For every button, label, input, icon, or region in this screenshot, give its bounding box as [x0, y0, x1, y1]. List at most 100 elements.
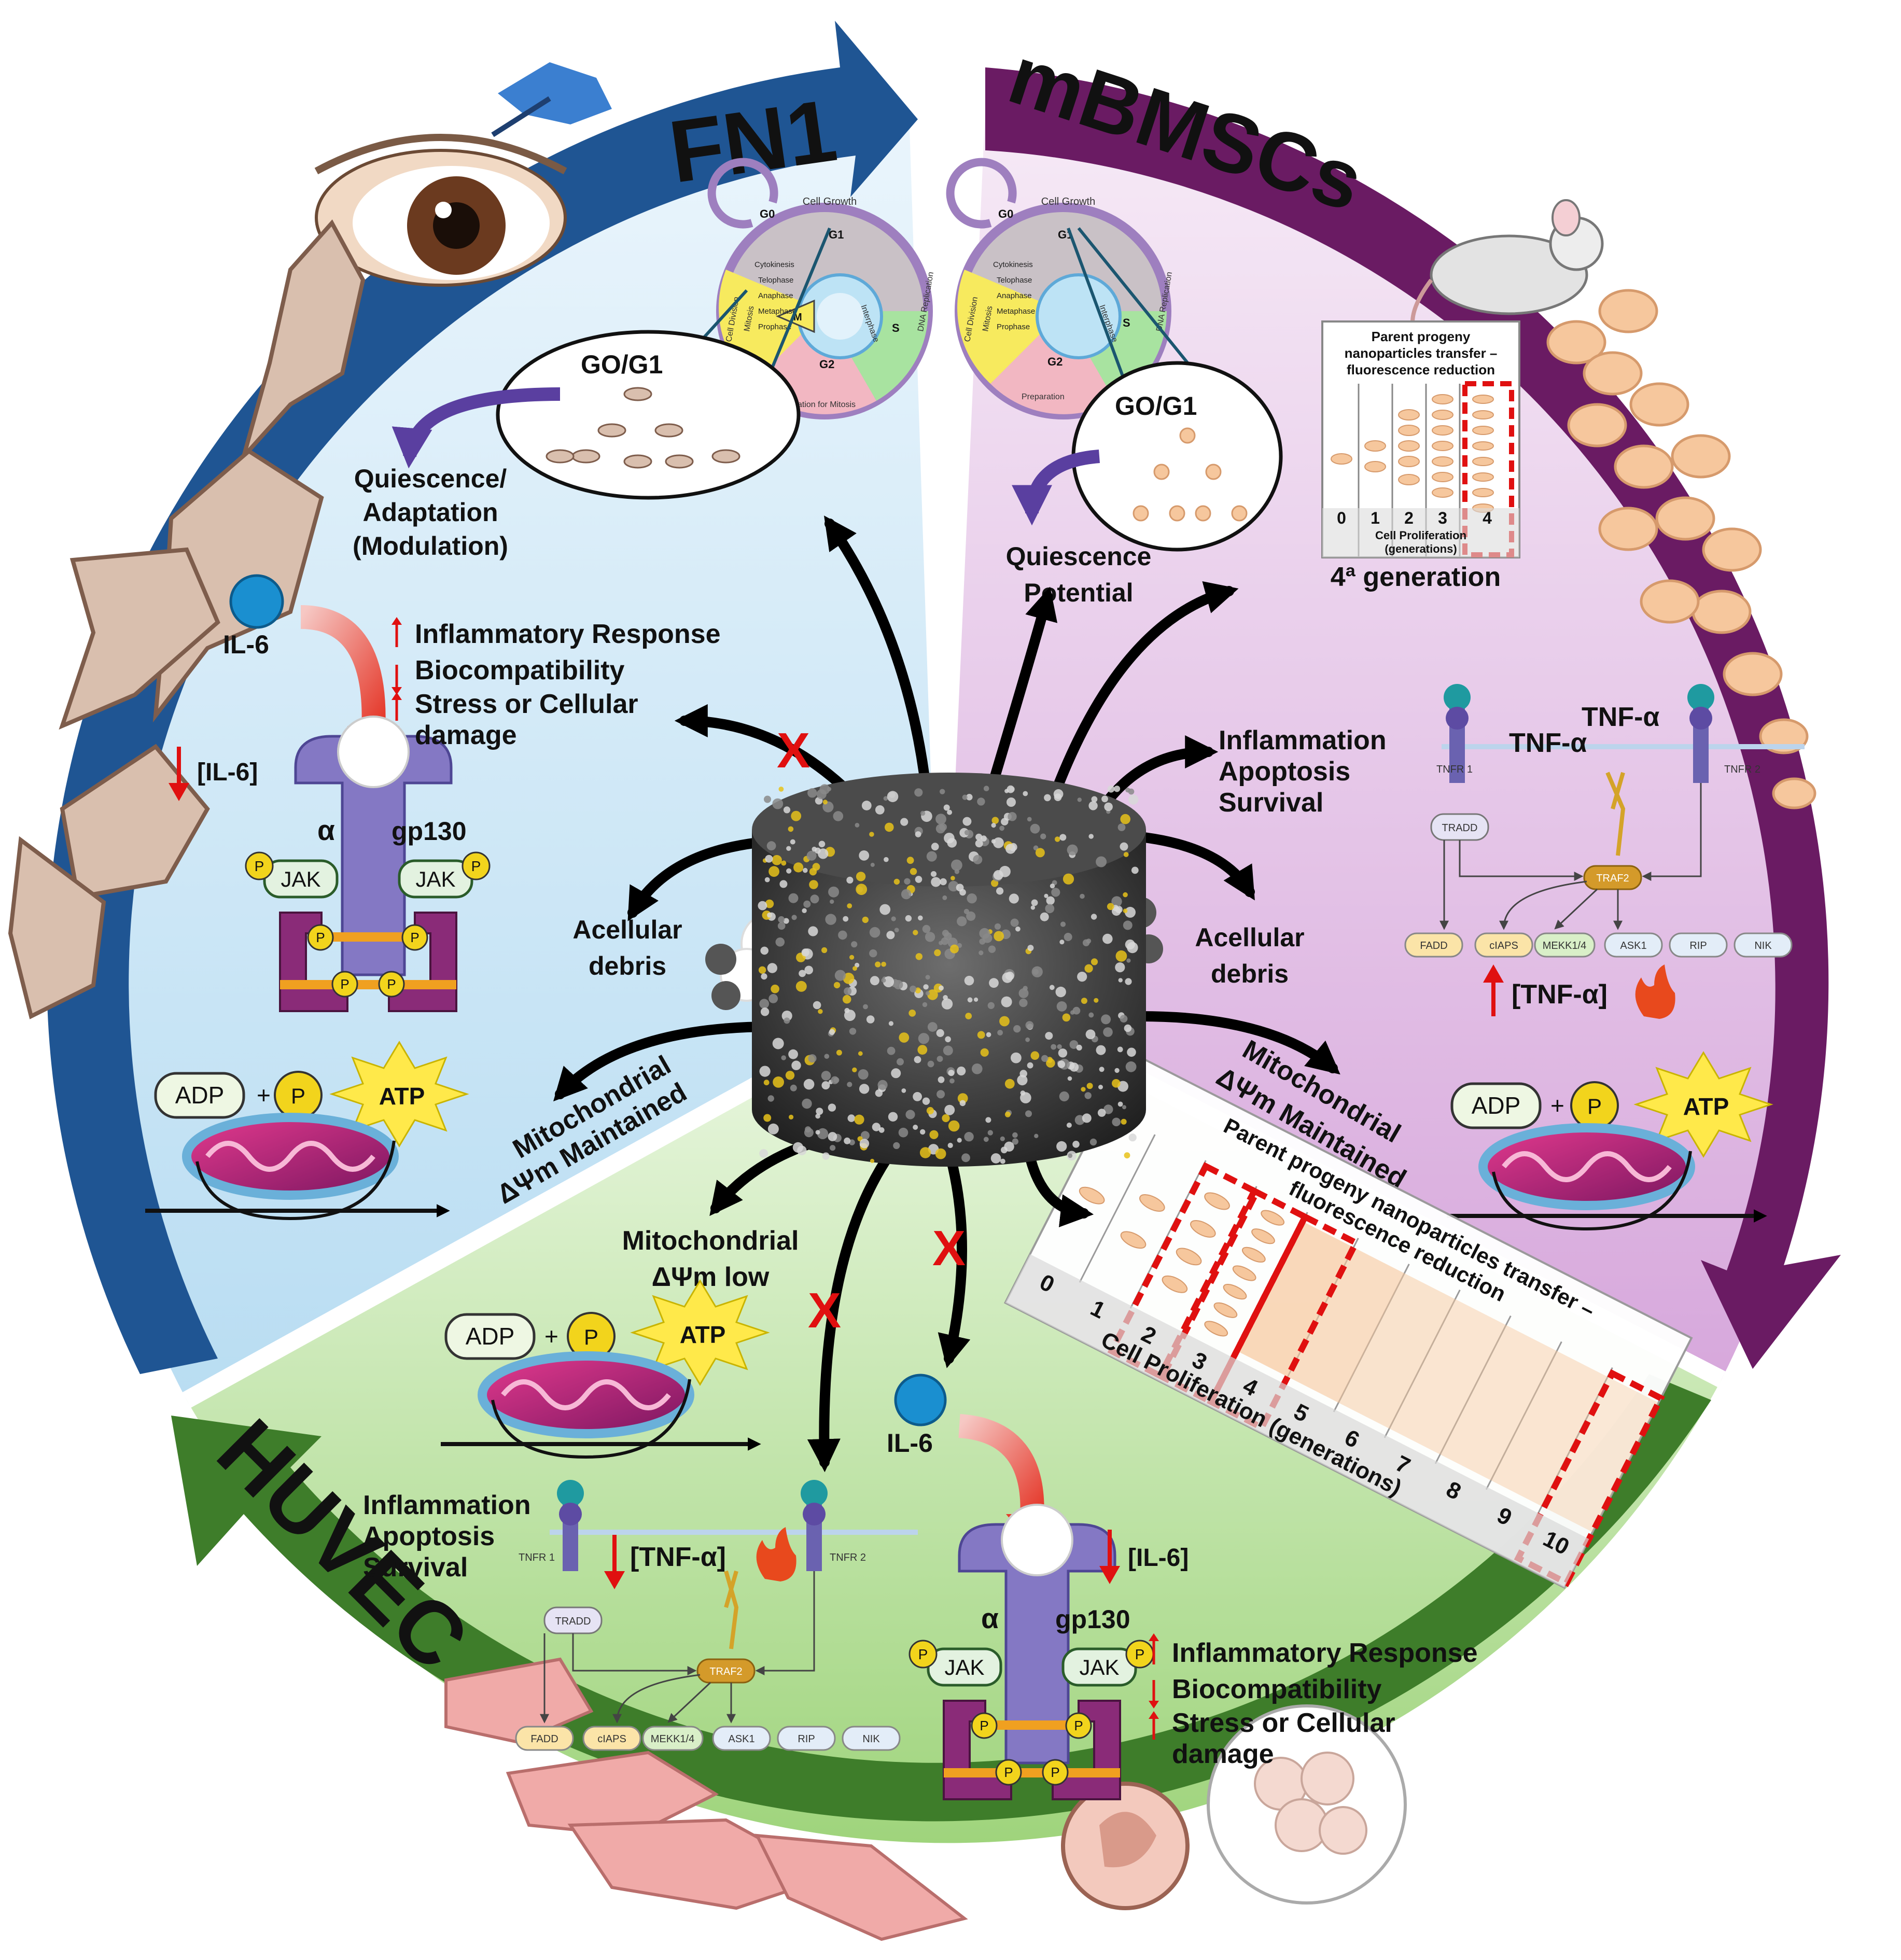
scaffold-fiber-dot: [1117, 823, 1126, 831]
scaffold-fiber-dot: [1123, 920, 1133, 930]
scaffold-fiber-dot: [788, 826, 794, 832]
fn1-mitosis-phases: Cytokinesis Telophase Anaphase Metaphase…: [754, 260, 796, 331]
scaffold-fiber-dot: [767, 912, 773, 918]
scaffold-fiber-dot: [1005, 971, 1014, 981]
fn1-atp-synthesis: ADP + P ATP: [145, 1041, 469, 1221]
scaffold-fiber-dot: [856, 872, 866, 881]
pathway-effect: Inflammation: [363, 1490, 531, 1520]
mb-prep-label: Preparation: [1022, 393, 1065, 401]
scaffold-fiber-dot: [1124, 1152, 1130, 1159]
scaffold-fiber-dot: [935, 824, 945, 834]
debris-line: debris: [589, 951, 666, 981]
scaffold-fiber-dot: [815, 1130, 820, 1135]
effect-line: Inflammatory Response: [415, 619, 721, 649]
scaffold-fiber-dot: [758, 901, 767, 911]
scaffold-fiber-dot: [760, 946, 768, 955]
mito-line: Mitochondrial: [622, 1226, 799, 1256]
scaffold-fiber-dot: [988, 945, 996, 953]
fn1-go-g1-label: GO/G1: [581, 350, 663, 379]
debris-line: debris: [1211, 959, 1289, 988]
mb-growth-label: Cell Growth: [1041, 196, 1095, 207]
scaffold-fiber-dot: [881, 961, 886, 967]
scaffold-fiber-dot: [877, 1080, 888, 1090]
scaffold-fiber-dot: [918, 915, 923, 921]
plus-sign: +: [257, 1082, 271, 1109]
scaffold-fiber-dot: [869, 927, 880, 938]
phosphate-label: P: [1587, 1094, 1602, 1118]
scaffold-fiber-dot: [885, 822, 894, 832]
tradd-label: TRADD: [555, 1616, 591, 1627]
scaffold-fiber-dot: [906, 857, 914, 864]
generation-label: 4: [1483, 509, 1492, 527]
scaffold-fiber-dot: [915, 876, 922, 883]
il6-molecule-icon: [894, 1374, 947, 1426]
scaffold-fiber-dot: [893, 980, 903, 989]
progeny-axis-line: (generations): [1385, 542, 1457, 555]
scaffold-fiber-dot: [926, 1107, 934, 1115]
scaffold-fiber-dot: [818, 848, 829, 859]
mbmsc-cell-cycle-wheel: G0 Cell Growth G1 S G2 Interphase DNA Re…: [946, 158, 1174, 419]
scaffold-fiber-dot: [934, 949, 941, 956]
huvec-tnf-level: [TNF-α]: [630, 1542, 726, 1572]
scaffold-fiber-dot: [949, 1078, 955, 1084]
huvec-jak-left: JAK: [944, 1655, 984, 1679]
scaffold-fiber-dot: [809, 880, 818, 889]
mb-s-label: S: [1123, 316, 1130, 329]
effect-line: damage: [415, 720, 517, 750]
scaffold-fiber-dot: [897, 1058, 904, 1066]
scaffold-fiber-dot: [1041, 1055, 1049, 1062]
scaffold-fiber-dot: [807, 788, 817, 798]
tnfr2-receptor-icon: [1687, 684, 1714, 783]
pathway-node: RIP: [1689, 940, 1707, 951]
fn1-alpha-label: α: [317, 814, 335, 846]
scaffold-fiber-dot: [929, 1130, 939, 1139]
phase-label: Anaphase: [997, 291, 1032, 300]
scaffold-fiber-dot: [788, 1049, 798, 1059]
fn1-go-g1-ellipse: GO/G1: [392, 227, 831, 500]
scaffold-fiber-dot: [1114, 1068, 1120, 1073]
scaffold-fiber-dot: [852, 966, 857, 971]
scaffold-fiber-dot: [959, 1100, 966, 1107]
scaffold-fiber-dot: [1072, 1141, 1080, 1148]
scaffold-fiber-dot: [1044, 893, 1049, 898]
huvec-effects: Inflammatory Response Biocompatibility S…: [1149, 1633, 1478, 1769]
scaffold-fiber-dot: [1098, 1085, 1103, 1089]
adp-label: ADP: [175, 1082, 225, 1109]
pathway-node: NIK: [862, 1733, 880, 1745]
scaffold-fiber-dot: [1045, 1032, 1053, 1040]
phase-label: Metaphase: [997, 307, 1035, 316]
scaffold-fiber-dot: [1025, 1110, 1032, 1117]
fn1-il6-label: IL-6: [223, 630, 269, 659]
scaffold-fiber-dot: [831, 1076, 839, 1084]
scaffold-fiber-dot: [967, 893, 977, 904]
scaffold-fiber-dot: [925, 932, 935, 942]
scaffold-fiber-dot: [878, 1127, 885, 1133]
scaffold-fiber-dot: [983, 1137, 989, 1142]
scaffold-fiber-dot: [1068, 1153, 1073, 1158]
scaffold-fiber-dot: [947, 1142, 953, 1149]
atp-label: ATP: [680, 1321, 726, 1348]
scaffold-fiber-dot: [816, 1108, 823, 1115]
scaffold-fiber-dot: [799, 970, 806, 977]
p-badge: P: [1135, 1646, 1145, 1662]
scaffold-fiber-dot: [980, 1048, 989, 1057]
scaffold-fiber-dot: [930, 871, 937, 877]
scaffold-fiber-dot: [767, 1095, 774, 1102]
scaffold-fiber-dot: [1069, 1062, 1079, 1072]
scaffold-fiber-dot: [957, 943, 962, 948]
scaffold-fiber-dot: [1056, 1001, 1067, 1012]
scaffold-fiber-dot: [1040, 912, 1049, 921]
fire-icon: [756, 1527, 796, 1581]
fn1-quiescence-text: Quiescence/ Adaptation (Modulation): [353, 464, 508, 561]
scaffold-fiber-dot: [846, 876, 854, 884]
progeny-title-line: fluorescence reduction: [1347, 362, 1495, 377]
blocked-markers: X X X: [777, 723, 966, 1338]
scaffold-fiber-dot: [875, 961, 881, 968]
scaffold-fiber-dot: [1107, 903, 1114, 911]
scaffold-fiber-dot: [1027, 817, 1032, 822]
scaffold-fiber-dot: [824, 1054, 830, 1059]
scaffold-fiber-dot: [768, 866, 779, 877]
mito-line: ΔΨm low: [652, 1262, 770, 1292]
tnfr2-receptor-icon: [801, 1480, 828, 1571]
p-badge: P: [1004, 1765, 1013, 1780]
